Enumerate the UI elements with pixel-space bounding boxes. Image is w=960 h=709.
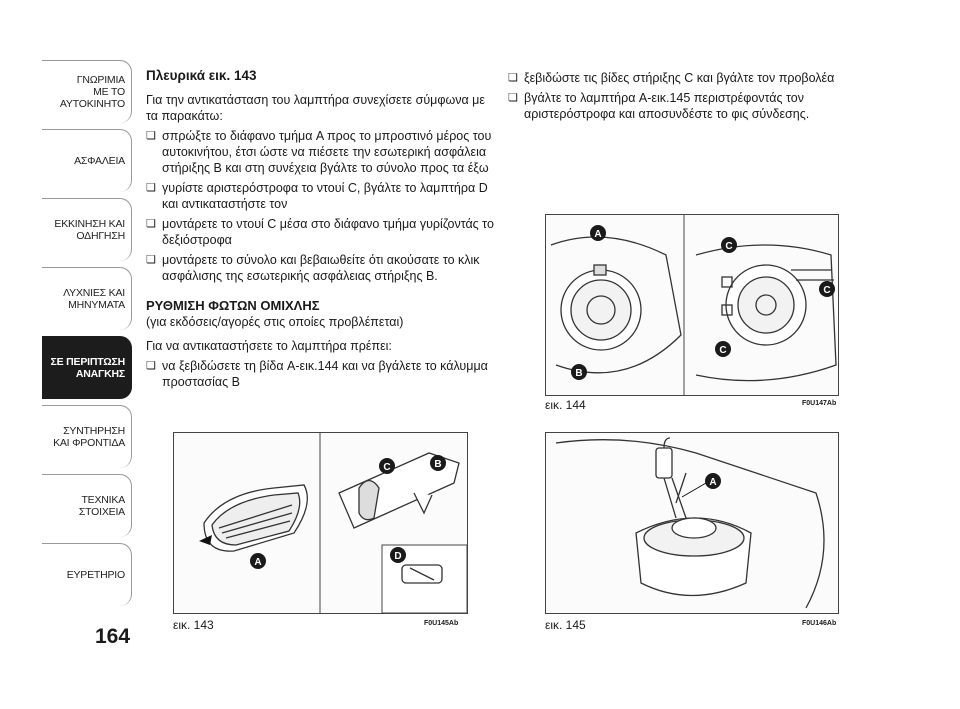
step-bullet: μοντάρετε το σύνολο και βεβαιωθείτε ότι … [146,252,496,284]
step-bullet: γυρίστε αριστερόστροφα το ντουί C, βγάλτ… [146,180,496,212]
step-bullet: να ξεβιδώσετε τη βίδα A-εικ.144 και να β… [146,358,496,390]
figure-144: A B C C C [545,214,839,396]
label-c: C [383,462,390,473]
figure-145-illustration: A [555,437,825,609]
figure-143-caption: εικ. 143 [173,618,214,632]
label-b: B [434,459,441,470]
figure-143-illustration: A B C D [199,433,467,613]
fog-lights-title: ΡΥΘΜΙΣΗ ΦΩΤΩΝ ΟΜΙΧΛΗΣ [146,298,320,313]
intro-text: Για την αντικατάσταση του λαμπτήρα συνεχ… [146,93,485,123]
figure-143-code: F0U145Ab [424,620,459,627]
fog-lights-intro: Για να αντικαταστήσετε το λαμπτήρα πρέπε… [146,339,392,353]
tab-getting-to-know[interactable]: ΓΝΩΡΙΜΙΑ ΜΕ ΤΟ ΑΥΤΟΚΙΝΗΤΟ [42,60,132,123]
label-d: D [394,551,401,562]
figure-145: A [545,432,839,614]
tab-starting-driving[interactable]: ΕΚΚΙΝΗΣΗ ΚΑΙ ΟΔΗΓΗΣΗ [42,198,132,261]
tab-safety[interactable]: ΑΣΦΑΛΕΙΑ [42,129,132,192]
right-column: ξεβιδώστε τις βίδες στήριξης C και βγάλτ… [508,68,858,126]
step-bullet: ξεβιδώστε τις βίδες στήριξης C και βγάλτ… [508,70,858,86]
tab-warning-lights[interactable]: ΛΥΧΝΙΕΣ ΚΑΙ ΜΗΝΥΜΑΤΑ [42,267,132,330]
figure-144-illustration: A B C C C [550,215,837,395]
fog-lights-subtitle: (για εκδόσεις/αγορές στις οποίες προβλέπ… [146,315,404,329]
label-a: A [254,557,261,568]
label-c: C [719,345,726,356]
figure-143: A B C D [173,432,468,614]
label-a: A [594,229,601,240]
chapter-tabs: ΓΝΩΡΙΜΙΑ ΜΕ ΤΟ ΑΥΤΟΚΙΝΗΤΟ ΑΣΦΑΛΕΙΑ ΕΚΚΙΝ… [42,60,132,612]
page-number: 164 [95,625,131,648]
tab-maintenance[interactable]: ΣΥΝΤΗΡΗΣΗ ΚΑΙ ΦΡΟΝΤΙΔΑ [42,405,132,468]
figure-145-code: F0U146Ab [802,620,837,627]
tab-technical-data[interactable]: ΤΕΧΝΙΚΑ ΣΤΟΙΧΕΙΑ [42,474,132,537]
figure-144-caption: εικ. 144 [545,398,586,412]
step-bullet: βγάλτε το λαμπτήρα A-εικ.145 περιστρέφον… [508,90,858,122]
label-b: B [575,368,582,379]
figure-144-code: F0U147Ab [802,400,837,407]
label-c: C [823,285,830,296]
figure-145-caption: εικ. 145 [545,618,586,632]
tab-index[interactable]: ΕΥΡΕΤΗΡΙΟ [42,543,132,606]
left-column: Πλευρικά εικ. 143 Για την αντικατάσταση … [146,68,496,394]
step-bullet: μοντάρετε το ντουί C μέσα στο διάφανο τμ… [146,216,496,248]
tab-emergency[interactable]: ΣΕ ΠΕΡΙΠΤΩΣΗ ΑΝΑΓΚΗΣ [42,336,132,399]
label-c: C [725,241,732,252]
side-lights-heading: Πλευρικά εικ. 143 [146,68,257,83]
label-a: A [709,477,716,488]
step-bullet: σπρώξτε το διάφανο τμήμα A προς το μπροσ… [146,128,496,176]
